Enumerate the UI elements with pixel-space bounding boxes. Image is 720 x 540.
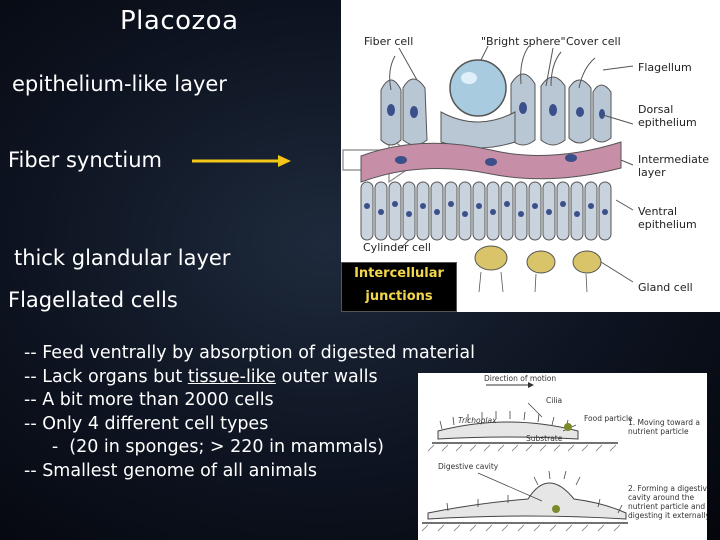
label-step-2b: cavity around the	[628, 493, 695, 502]
bullet-item: -- Smallest genome of all animals	[24, 460, 318, 481]
label-substrate: Substrate	[526, 434, 563, 443]
slide-title: Placozoa	[120, 6, 239, 36]
label-cover-cell: Cover cell	[566, 35, 621, 48]
bullet-item: -- Lack organs but tissue-like outer wal…	[24, 366, 378, 387]
label-step-1a: 1. Moving toward a	[628, 418, 700, 427]
label-step-1b: nutrient particle	[628, 427, 689, 436]
label-junctions: junctions	[365, 289, 433, 304]
label-glandular-layer: thick glandular layer	[14, 246, 231, 270]
placozoa-cross-section-diagram: Fiber cell "Bright sphere" Cover cell Fl…	[341, 0, 720, 312]
label-step-2d: digesting it externally	[628, 511, 707, 520]
label-intermediate: Intermediate	[638, 153, 709, 166]
label-fiber-synctium: Fiber synctium	[8, 148, 163, 172]
bullet-item: -- A bit more than 2000 cells	[24, 390, 274, 410]
bullet-item: - (20 in sponges; > 220 in mammals)	[24, 437, 385, 457]
label-epithelium: epithelium-like layer	[12, 72, 227, 96]
label-flagellated-cells: Flagellated cells	[8, 288, 178, 312]
label-food-particle: Food particle	[584, 414, 633, 423]
label-gland-cell: Gland cell	[638, 281, 693, 294]
label-ventral-epithelium: epithelium	[638, 218, 697, 231]
bullet-item: -- Feed ventrally by absorption of diges…	[24, 343, 475, 363]
label-cilia: Cilia	[546, 396, 563, 405]
label-dorsal-epithelium: epithelium	[638, 116, 697, 129]
label-flagellum: Flagellum	[638, 61, 692, 74]
label-step-2c: nutrient particle and	[628, 502, 706, 511]
label-direction-of-motion: Direction of motion	[484, 374, 557, 383]
label-intercellular: Intercellular	[354, 266, 444, 281]
label-cylinder-cell: Cylinder cell	[363, 241, 431, 254]
label-bright-sphere: "Bright sphere"	[481, 35, 566, 48]
arrow-right-icon	[192, 155, 291, 167]
label-intermediate-layer: layer	[638, 166, 666, 179]
label-fiber-cell: Fiber cell	[364, 35, 414, 48]
bullet-item: -- Only 4 different cell types	[24, 413, 269, 434]
label-ventral: Ventral	[638, 205, 678, 218]
label-step-2a: 2. Forming a digestive	[628, 484, 707, 493]
bullet-list: -- Feed ventrally by absorption of diges…	[24, 342, 475, 483]
intercellular-junctions-callout: Intercellular junctions	[341, 262, 457, 312]
label-dorsal: Dorsal	[638, 103, 674, 116]
feeding-diagram: Direction of motion Cilia Food particle …	[418, 373, 707, 540]
label-trichoplax: Trichoplax	[458, 416, 497, 425]
label-digestive-cavity: Digestive cavity	[438, 462, 499, 471]
